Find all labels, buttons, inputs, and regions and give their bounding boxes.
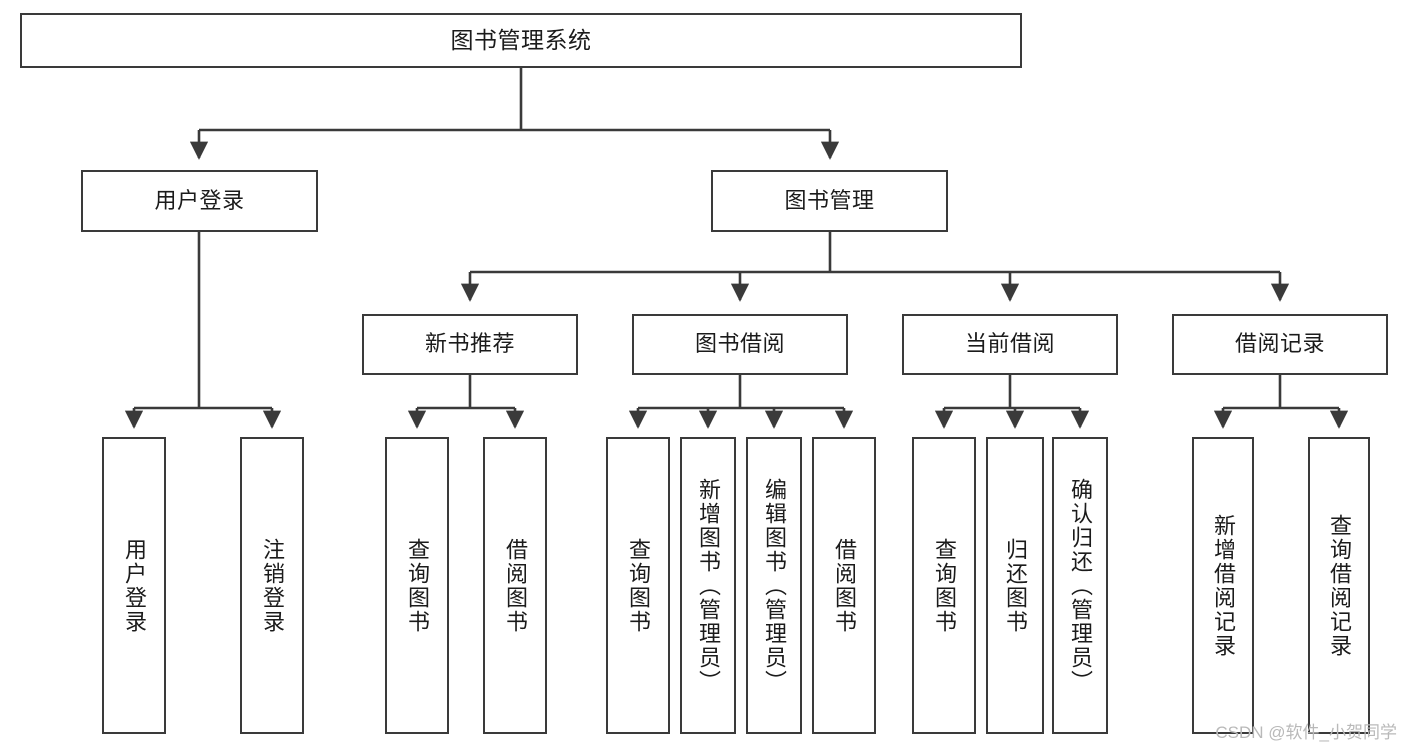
node-leaf-edit-book-label: 编辑图书（管理员）: [762, 477, 787, 694]
node-leaf-add-borrow-record-label: 新增借阅记录: [1211, 513, 1236, 658]
node-leaf-borrow-book-1-label: 借阅图书: [503, 537, 528, 634]
node-leaf-query-book-2[interactable]: 查询图书: [606, 437, 670, 734]
node-book-management[interactable]: 图书管理: [711, 170, 948, 232]
node-leaf-logout-login[interactable]: 注销登录: [240, 437, 304, 734]
node-leaf-query-book-3[interactable]: 查询图书: [912, 437, 976, 734]
watermark: CSDN @软件_小贺同学: [1215, 723, 1397, 742]
node-leaf-confirm-return-label: 确认归还（管理员）: [1068, 477, 1093, 694]
node-leaf-confirm-return[interactable]: 确认归还（管理员）: [1052, 437, 1108, 734]
node-current-borrow-label: 当前借阅: [964, 331, 1055, 357]
node-leaf-add-book[interactable]: 新增图书（管理员）: [680, 437, 736, 734]
node-new-book-recommend-label: 新书推荐: [424, 331, 515, 357]
node-borrow-record[interactable]: 借阅记录: [1172, 314, 1388, 375]
node-leaf-borrow-book-2-label: 借阅图书: [832, 537, 857, 634]
node-leaf-edit-book[interactable]: 编辑图书（管理员）: [746, 437, 802, 734]
node-leaf-user-login-label: 用户登录: [122, 537, 147, 634]
node-leaf-query-borrow-record[interactable]: 查询借阅记录: [1308, 437, 1370, 734]
node-leaf-query-book-1[interactable]: 查询图书: [385, 437, 449, 734]
node-book-borrow[interactable]: 图书借阅: [632, 314, 848, 375]
node-leaf-add-book-label: 新增图书（管理员）: [696, 477, 721, 694]
node-leaf-return-book-label: 归还图书: [1003, 537, 1028, 634]
node-leaf-borrow-book-2[interactable]: 借阅图书: [812, 437, 876, 734]
node-current-borrow[interactable]: 当前借阅: [902, 314, 1118, 375]
node-leaf-query-book-1-label: 查询图书: [405, 537, 430, 634]
node-leaf-query-book-2-label: 查询图书: [626, 537, 651, 634]
node-leaf-add-borrow-record[interactable]: 新增借阅记录: [1192, 437, 1254, 734]
node-leaf-borrow-book-1[interactable]: 借阅图书: [483, 437, 547, 734]
node-new-book-recommend[interactable]: 新书推荐: [362, 314, 578, 375]
node-leaf-return-book[interactable]: 归还图书: [986, 437, 1044, 734]
node-borrow-record-label: 借阅记录: [1234, 331, 1325, 357]
node-leaf-query-borrow-record-label: 查询借阅记录: [1327, 513, 1352, 658]
node-user-login[interactable]: 用户登录: [81, 170, 318, 232]
node-book-borrow-label: 图书借阅: [694, 331, 785, 357]
node-book-management-label: 图书管理: [784, 187, 875, 213]
node-leaf-query-book-3-label: 查询图书: [932, 537, 957, 634]
node-leaf-user-login[interactable]: 用户登录: [102, 437, 166, 734]
node-root[interactable]: 图书管理系统: [20, 13, 1022, 68]
node-leaf-logout-login-label: 注销登录: [260, 537, 285, 634]
node-user-login-label: 用户登录: [154, 187, 245, 213]
node-root-label: 图书管理系统: [450, 26, 592, 53]
